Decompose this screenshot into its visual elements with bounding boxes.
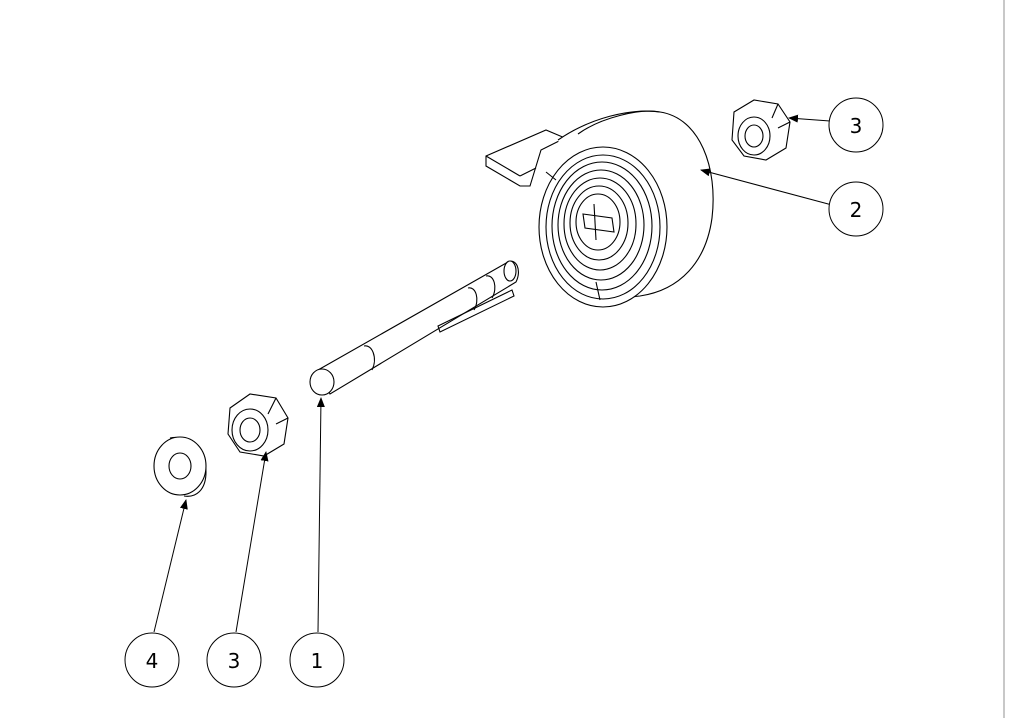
balloon-4: 4 — [124, 632, 180, 688]
washer — [153, 436, 207, 497]
balloon-3-bottom: 3 — [206, 632, 262, 688]
balloon-label: 2 — [850, 198, 863, 222]
balloon-label: 3 — [850, 114, 863, 138]
balloon-3-top: 3 — [828, 97, 884, 153]
balloon-2: 2 — [828, 181, 884, 237]
balloon-label: 3 — [228, 649, 241, 673]
balloon-label: 1 — [311, 649, 324, 673]
hex-nut-left — [227, 393, 289, 457]
balloon-1: 1 — [289, 632, 345, 688]
hex-nut-top — [731, 99, 791, 161]
balloon-label: 4 — [146, 649, 159, 673]
leader-lines — [153, 114, 833, 633]
spring-assembly — [485, 110, 714, 308]
sheet-border — [1003, 0, 1005, 718]
shaft — [309, 260, 519, 396]
